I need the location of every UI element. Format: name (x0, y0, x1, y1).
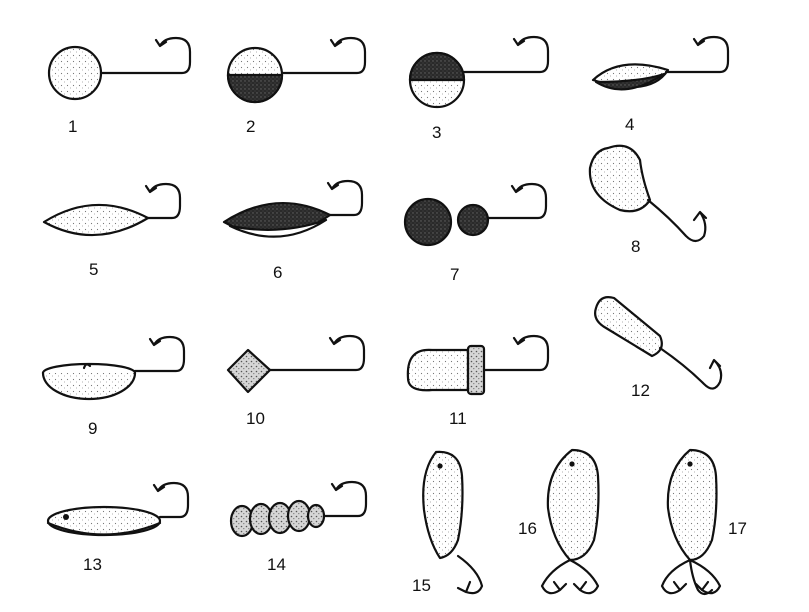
label-14: 14 (267, 555, 286, 574)
label-1: 1 (68, 117, 78, 136)
label-13: 13 (83, 555, 102, 574)
label-3: 3 (432, 123, 442, 142)
label-17: 17 (728, 519, 747, 538)
jig-5 (42, 182, 182, 237)
jig-14 (229, 480, 368, 538)
jig-9 (41, 335, 186, 401)
jig-2 (226, 36, 367, 104)
jig-10 (226, 334, 366, 394)
label-6: 6 (273, 263, 283, 282)
jig-16 (540, 448, 600, 595)
label-11: 11 (449, 409, 467, 428)
jig-12 (594, 296, 723, 390)
label-10: 10 (246, 409, 265, 428)
jig-13 (46, 481, 190, 537)
label-16: 16 (518, 519, 537, 538)
label-7: 7 (450, 265, 460, 284)
label-4: 4 (625, 115, 635, 134)
jig-8 (588, 144, 708, 243)
jig-11 (406, 334, 550, 396)
label-2: 2 (246, 117, 256, 136)
jig-6 (222, 179, 364, 238)
label-8: 8 (631, 237, 641, 256)
label-5: 5 (89, 260, 99, 279)
jig-3 (408, 35, 550, 109)
jig-4 (591, 35, 730, 91)
jig-17 (660, 448, 722, 596)
label-9: 9 (88, 419, 98, 438)
jig-15 (422, 450, 484, 595)
jig-1 (47, 36, 192, 101)
label-12: 12 (631, 381, 650, 400)
label-15: 15 (412, 576, 431, 595)
jig-7 (403, 182, 548, 247)
